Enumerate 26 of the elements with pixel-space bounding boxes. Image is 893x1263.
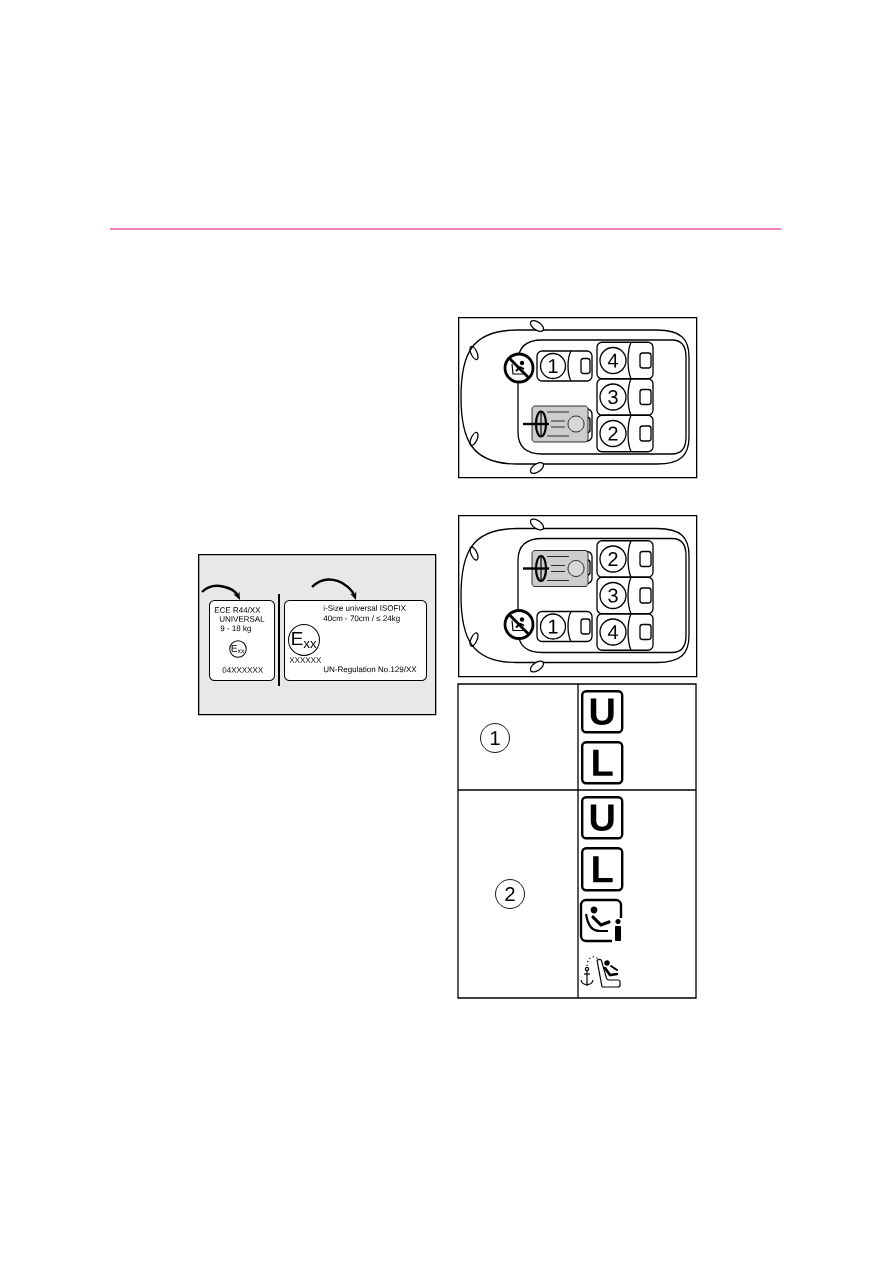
label-text: i-Size universal ISOFIX: [323, 605, 406, 611]
seat-number: 3: [599, 581, 627, 610]
seat-number: 1: [539, 352, 567, 380]
letter-badge: L: [581, 847, 624, 892]
label-text: 9 - 18 kg: [220, 625, 251, 633]
letter-badge: L: [581, 741, 624, 785]
curved-arrow: [311, 578, 357, 600]
seat-number: 1: [480, 723, 510, 753]
approval-mark: E$_{xx}$: [229, 640, 247, 658]
label-text: 04XXXXXX: [222, 667, 263, 673]
seat-number: 4: [599, 346, 627, 375]
label-text: UN-Regulation No.129/XX: [323, 666, 417, 674]
label-text: 40cm - 70cm / ≤ 24kg: [323, 615, 400, 623]
seat-number: 2: [599, 419, 627, 448]
curved-arrow: [201, 584, 240, 600]
approval-mark: E$_{xx}$: [288, 624, 320, 656]
label-text: ECE R44/XX: [214, 607, 261, 613]
seat-number: 4: [599, 618, 627, 646]
seat-number: 1: [539, 613, 567, 640]
seat-number: 3: [599, 383, 627, 411]
letter-badge: U: [581, 690, 624, 734]
label-text: UNIVERSAL: [219, 616, 265, 622]
seat-number: 2: [495, 879, 525, 909]
letter-badge: U: [581, 796, 624, 840]
label-text: XXXXXX: [289, 657, 322, 663]
seat-number: 2: [599, 545, 627, 573]
